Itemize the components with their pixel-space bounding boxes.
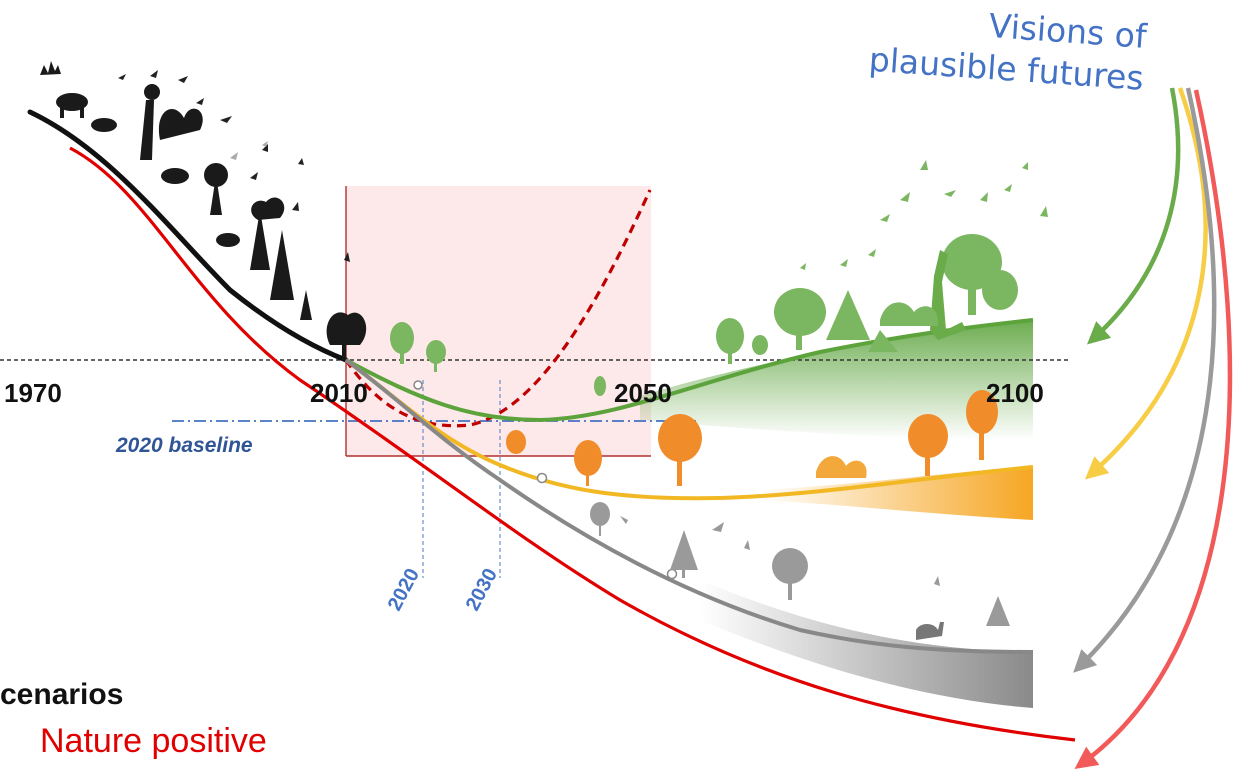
bird-icon: [230, 141, 268, 160]
year-label-1970: 1970: [4, 378, 62, 408]
arrow-to-gray: [1073, 87, 1217, 673]
giraffe-icon: [930, 250, 966, 340]
year-label-2050: 2050: [614, 378, 672, 408]
deer-icon: [916, 622, 944, 640]
tree-icon: [506, 390, 998, 486]
projection-dashed-curve: [344, 189, 652, 428]
arrow-to-nature-positive: [1074, 89, 1233, 769]
yellow-scenario-curve: [344, 358, 1034, 501]
bird-icon: [118, 70, 350, 262]
nature-positive-curve: [69, 146, 1076, 742]
tree-icon: [390, 234, 1018, 396]
marker-dot: [536, 472, 548, 484]
green-scenario-curve: [345, 318, 1034, 423]
year-label-2100: 2100: [986, 378, 1044, 408]
scenarios-heading: cenarios: [0, 678, 124, 711]
historical-trend-line: [27, 109, 349, 363]
bird-icon: [620, 516, 940, 586]
arrow-to-green: [1086, 87, 1181, 345]
year-label-2010: 2010: [310, 378, 368, 408]
green-area-fill: [640, 320, 1033, 440]
marker-dot: [666, 568, 678, 580]
yellow-area-fill: [760, 466, 1033, 520]
bird-icon: [800, 160, 1048, 270]
arrow-to-yellow: [1084, 87, 1208, 480]
camel-icon: [816, 456, 867, 478]
wildlife-silhouettes-icon: [40, 61, 367, 360]
marker-dot: [413, 380, 423, 390]
baseline-label: 2020 baseline: [116, 434, 253, 457]
gray-scenario-curve: [344, 358, 1034, 654]
tree-icon: [590, 502, 1010, 626]
camel-icon: [880, 302, 939, 326]
nature-positive-label: Nature positive: [40, 722, 267, 760]
